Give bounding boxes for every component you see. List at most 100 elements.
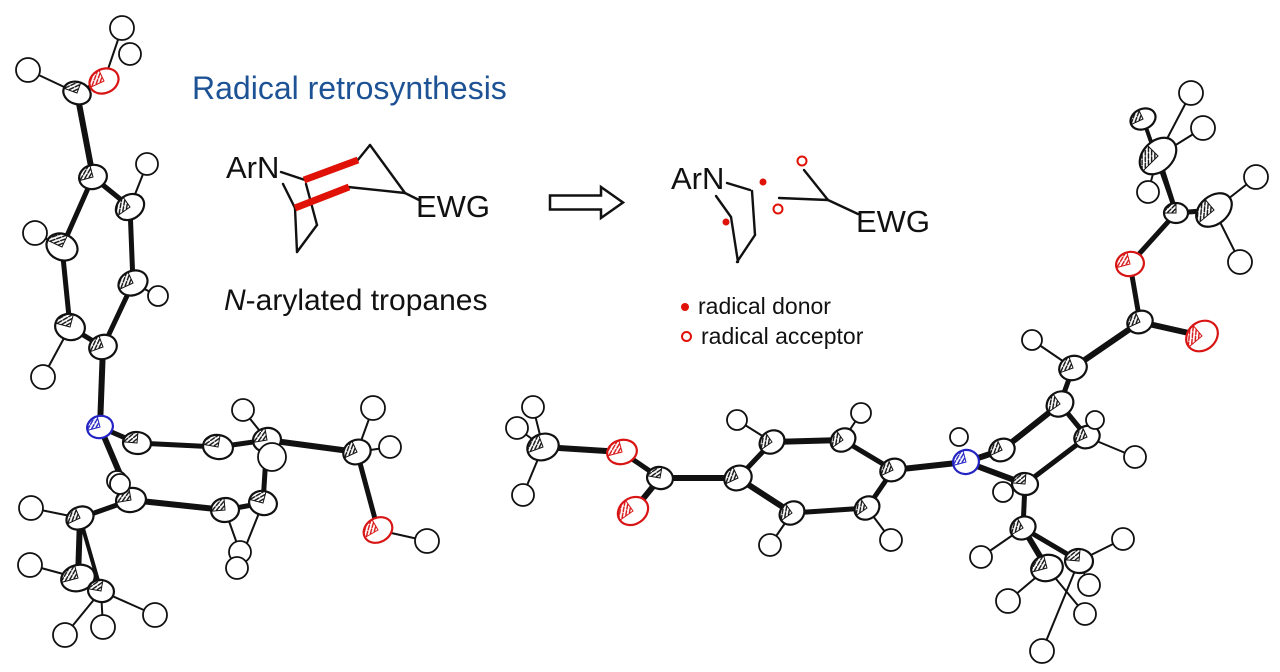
hydrogen-atom — [378, 435, 402, 459]
hydrogen-atom — [995, 588, 1021, 614]
radical-acceptor-circle-icon — [772, 203, 784, 215]
ewg-label-left: EWG — [416, 189, 491, 224]
hydrogen-atom — [1021, 329, 1043, 351]
ewg-label-right: EWG — [856, 204, 931, 239]
caption-italic-n: N — [224, 284, 246, 317]
carbon-atom — [62, 80, 92, 106]
carbon-atom — [78, 163, 108, 191]
scheme-bond — [293, 206, 299, 254]
scheme-bond — [777, 196, 830, 202]
scheme-bond — [368, 143, 407, 195]
nitrogen-atom — [951, 448, 981, 476]
caption-rest: -arylated tropanes — [245, 284, 488, 317]
hydrogen-atom — [521, 395, 545, 419]
carbon-atom — [1162, 201, 1190, 225]
carbon-atom — [117, 269, 149, 297]
carbon-atom — [54, 312, 86, 342]
hydrogen-atom — [231, 398, 255, 422]
legend-row-acceptor: radical acceptor — [681, 323, 863, 350]
carbon-atom — [1045, 390, 1075, 418]
hydrogen-atom — [1029, 638, 1055, 664]
scheme-bond — [729, 215, 740, 264]
carbon-atom — [645, 465, 675, 491]
hydrogen-atom — [118, 42, 142, 66]
carbon-atom — [1138, 136, 1178, 176]
carbon-atom — [1010, 471, 1040, 497]
arn-label-left: ArN — [226, 150, 280, 185]
carbon-atom — [988, 437, 1016, 463]
hydrogen-atom — [1123, 445, 1147, 469]
hydrogen-atom — [1136, 180, 1160, 204]
hydrogen-atom — [850, 402, 872, 424]
bond — [354, 449, 381, 533]
legend-donor-label: radical donor — [698, 293, 831, 319]
figure-title: Radical retrosynthesis — [192, 70, 507, 106]
oxygen-atom — [362, 516, 394, 544]
radical-acceptor-circle-icon — [796, 155, 808, 167]
scheme-bond — [403, 191, 421, 202]
carbon-atom — [879, 457, 907, 483]
hydrogen-atom — [30, 364, 56, 390]
scheme-bond — [802, 168, 830, 202]
carbon-atom — [88, 333, 118, 361]
scheme-bond — [355, 143, 372, 163]
oxygen-atom — [606, 438, 638, 466]
legend-acceptor-label: radical acceptor — [701, 323, 864, 349]
carbon-atom — [114, 192, 146, 222]
oxygen-atom — [616, 495, 650, 527]
scheme-bond — [750, 189, 757, 237]
hydrogen-atom — [414, 528, 440, 554]
hydrogen-atom — [90, 614, 116, 640]
hydrogen-atom — [109, 473, 131, 495]
carbon-atom — [1058, 354, 1088, 382]
carbon-atom — [526, 432, 560, 462]
carbon-atom — [1195, 192, 1233, 228]
radical-acceptor-circle-icon — [681, 331, 692, 342]
hydrogen-atom — [15, 57, 41, 83]
carbon-atom — [758, 429, 786, 455]
carbon-atom — [853, 495, 881, 521]
hydrogen-atom — [1073, 602, 1097, 626]
bond — [1041, 560, 1080, 652]
carbon-atom — [342, 438, 372, 466]
carbon-atom — [86, 578, 116, 604]
carbon-atom — [1030, 553, 1064, 583]
carbon-atom — [723, 464, 753, 492]
carbon-atom — [209, 496, 241, 524]
carbon-atom — [1126, 309, 1154, 335]
scheme-bond — [714, 194, 733, 219]
hydrogen-atom — [879, 528, 903, 552]
carbon-atom — [45, 232, 79, 262]
radical-donor-dot-icon — [759, 178, 767, 186]
hydrogen-atom — [1111, 527, 1135, 551]
hydrogen-atom — [1243, 164, 1269, 190]
bond — [264, 437, 360, 455]
hydrogen-atom — [142, 602, 168, 628]
carbon-atom — [1129, 107, 1157, 131]
nitrogen-atom — [86, 414, 114, 440]
hydrogen-atom — [109, 15, 135, 41]
bond — [74, 90, 96, 180]
hydrogen-atom — [52, 622, 78, 648]
bond — [78, 516, 103, 593]
scheme-bond — [735, 233, 757, 264]
hydrogen-atom — [758, 533, 782, 557]
scheme-bond — [725, 181, 752, 192]
hydrogen-atom — [147, 285, 169, 307]
oxygen-atom — [88, 67, 120, 95]
hydrogen-atom — [1227, 249, 1253, 275]
hydrogen-atom — [1085, 410, 1105, 430]
carbon-atom — [778, 500, 806, 526]
carbon-atom — [1009, 515, 1037, 541]
legend-row-donor: radical donor — [681, 293, 863, 320]
cleaved-bond-red — [302, 156, 360, 184]
hydrogen-atom — [360, 395, 386, 421]
hydrogen-atom — [726, 409, 748, 431]
retrosynthesis-scheme-graphics — [279, 143, 860, 264]
oxygen-atom — [1185, 319, 1219, 353]
hydrogen-atom — [511, 483, 535, 507]
carbon-atom — [60, 563, 96, 593]
scheme-bond — [346, 185, 407, 195]
